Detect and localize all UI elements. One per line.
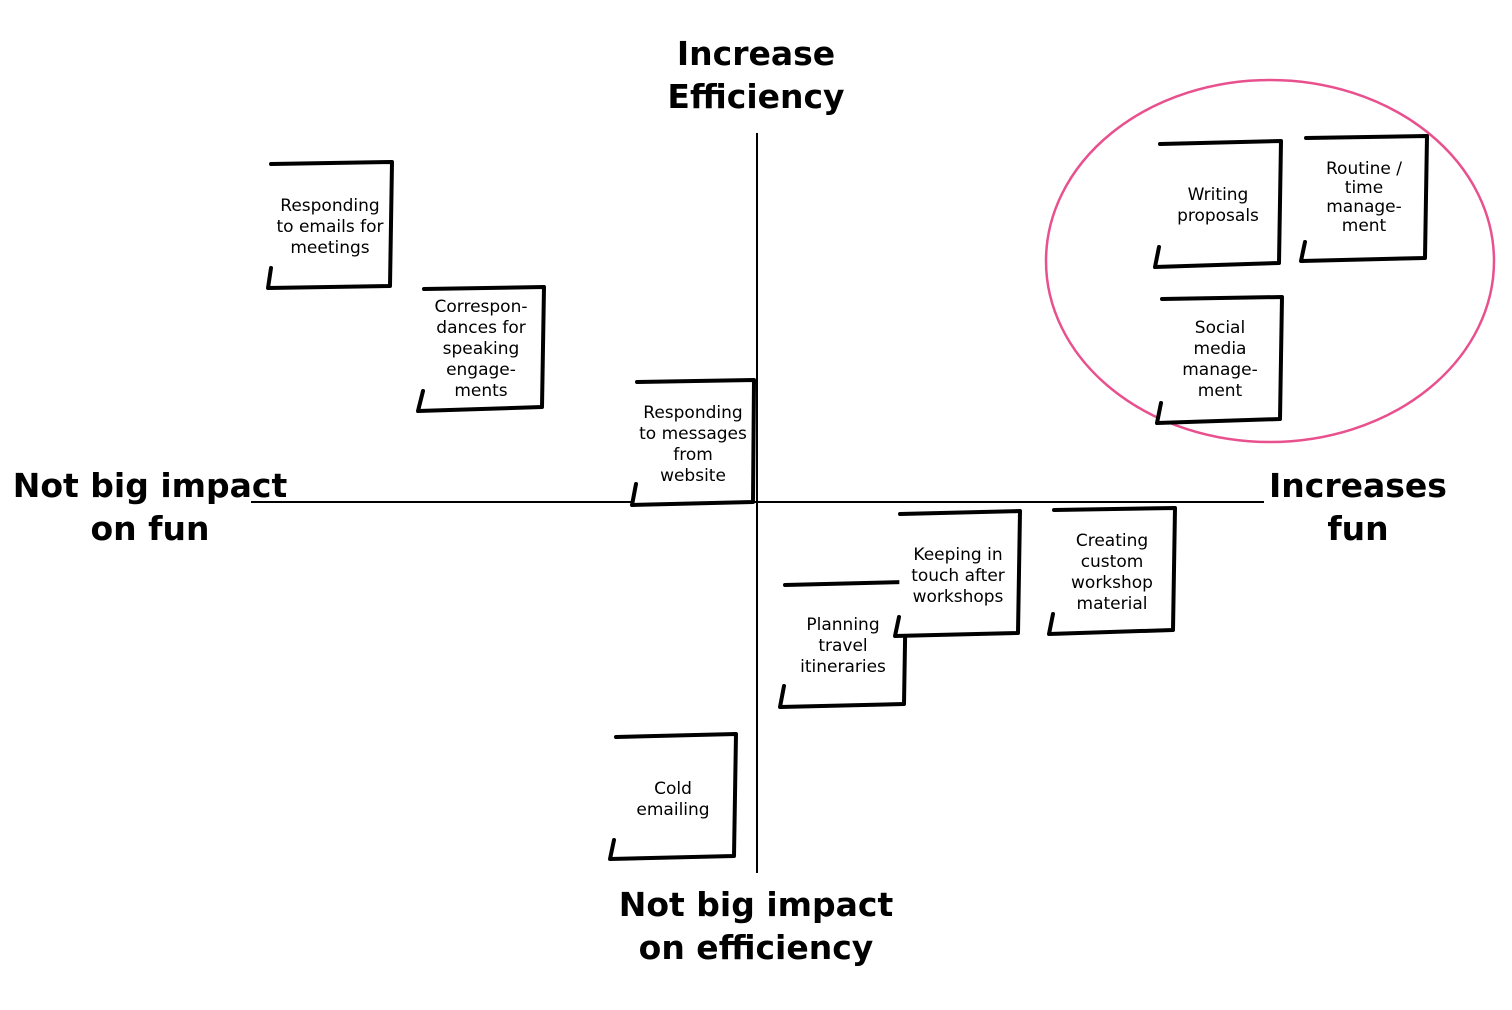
sticky-note-outline — [266, 160, 394, 290]
sticky-note-responding-emails[interactable]: Responding to emails for meetings — [266, 160, 394, 290]
sticky-note-text: Keeping in touch after workshops — [911, 545, 1005, 607]
sticky-note-outline — [778, 580, 908, 709]
sticky-note-outline — [1299, 134, 1429, 263]
vertical-axis-line — [756, 133, 758, 873]
sticky-note-text: Creating custom workshop material — [1071, 531, 1153, 614]
axis-label-left: Not big impact on fun — [0, 464, 300, 550]
sticky-note-social-media[interactable]: Social media manage- ment — [1155, 295, 1285, 425]
sticky-note-text: Cold emailing — [636, 779, 710, 820]
sticky-note-routine-time[interactable]: Routine / time manage- ment — [1299, 134, 1429, 264]
sticky-note-text: Planning travel itineraries — [800, 615, 886, 677]
sticky-note-text: Responding to messages from website — [639, 403, 747, 486]
axis-label-bottom: Not big impact on efficiency — [591, 883, 921, 969]
sticky-note-text: Responding to emails for meetings — [276, 196, 384, 258]
sticky-note-outline — [630, 378, 756, 507]
axis-label-top-line-2: Efficiency — [667, 77, 845, 116]
axis-label-right-line-1: Increases — [1269, 466, 1447, 505]
axis-label-top-line-1: Increase — [676, 34, 836, 73]
sticky-note-outline — [1155, 295, 1284, 425]
axis-label-right-line-2: fun — [1327, 509, 1389, 548]
axis-label-top: Increase Efficiency — [606, 32, 906, 118]
axis-label-bottom-line-1: Not big impact — [618, 885, 894, 924]
highlight-ellipse — [1044, 78, 1496, 444]
sticky-note-text: Social media manage- ment — [1182, 318, 1258, 401]
sticky-note-keeping-in-touch[interactable]: Keeping in touch after workshops — [893, 509, 1023, 639]
sticky-note-responding-messages[interactable]: Responding to messages from website — [630, 378, 756, 508]
sticky-note-text: Writing proposals — [1177, 185, 1259, 226]
sticky-note-text: Correspon- dances for speaking engage- m… — [434, 297, 528, 401]
sticky-note-outline — [1153, 139, 1283, 269]
highlight-circle — [1044, 78, 1496, 444]
sticky-note-correspondances[interactable]: Correspon- dances for speaking engage- m… — [416, 285, 546, 413]
sticky-note-outline — [416, 285, 546, 413]
sticky-note-creating-custom[interactable]: Creating custom workshop material — [1047, 506, 1177, 636]
axis-label-left-line-1: Not big impact — [12, 466, 288, 505]
axis-label-bottom-line-2: on efficiency — [638, 928, 874, 967]
axis-label-right: Increases fun — [1258, 464, 1458, 550]
sticky-note-cold-emailing[interactable]: Cold emailing — [608, 732, 738, 862]
sticky-note-outline — [893, 509, 1022, 638]
axis-label-left-line-2: on fun — [90, 509, 210, 548]
sticky-note-writing-proposals[interactable]: Writing proposals — [1153, 139, 1283, 269]
horizontal-axis-line — [251, 501, 1264, 503]
sticky-note-text: Routine / time manage- ment — [1326, 159, 1402, 236]
sticky-note-outline — [1047, 506, 1177, 636]
sticky-note-outline — [608, 732, 738, 861]
sticky-note-planning-travel[interactable]: Planning travel itineraries — [778, 580, 908, 710]
